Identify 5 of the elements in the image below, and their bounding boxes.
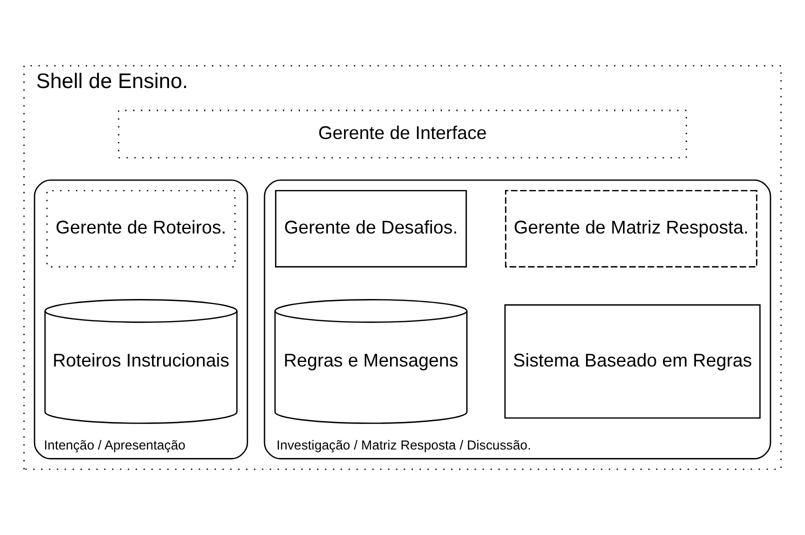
- node-box: Sistema Baseado em Regras: [504, 304, 761, 419]
- node-box: Gerente de Matriz Resposta.: [505, 190, 758, 268]
- node-box: Gerente de Desafios.: [275, 190, 467, 268]
- node-box: Gerente de Interface: [118, 110, 688, 158]
- node-box: Gerente de Roteiros.: [46, 190, 236, 268]
